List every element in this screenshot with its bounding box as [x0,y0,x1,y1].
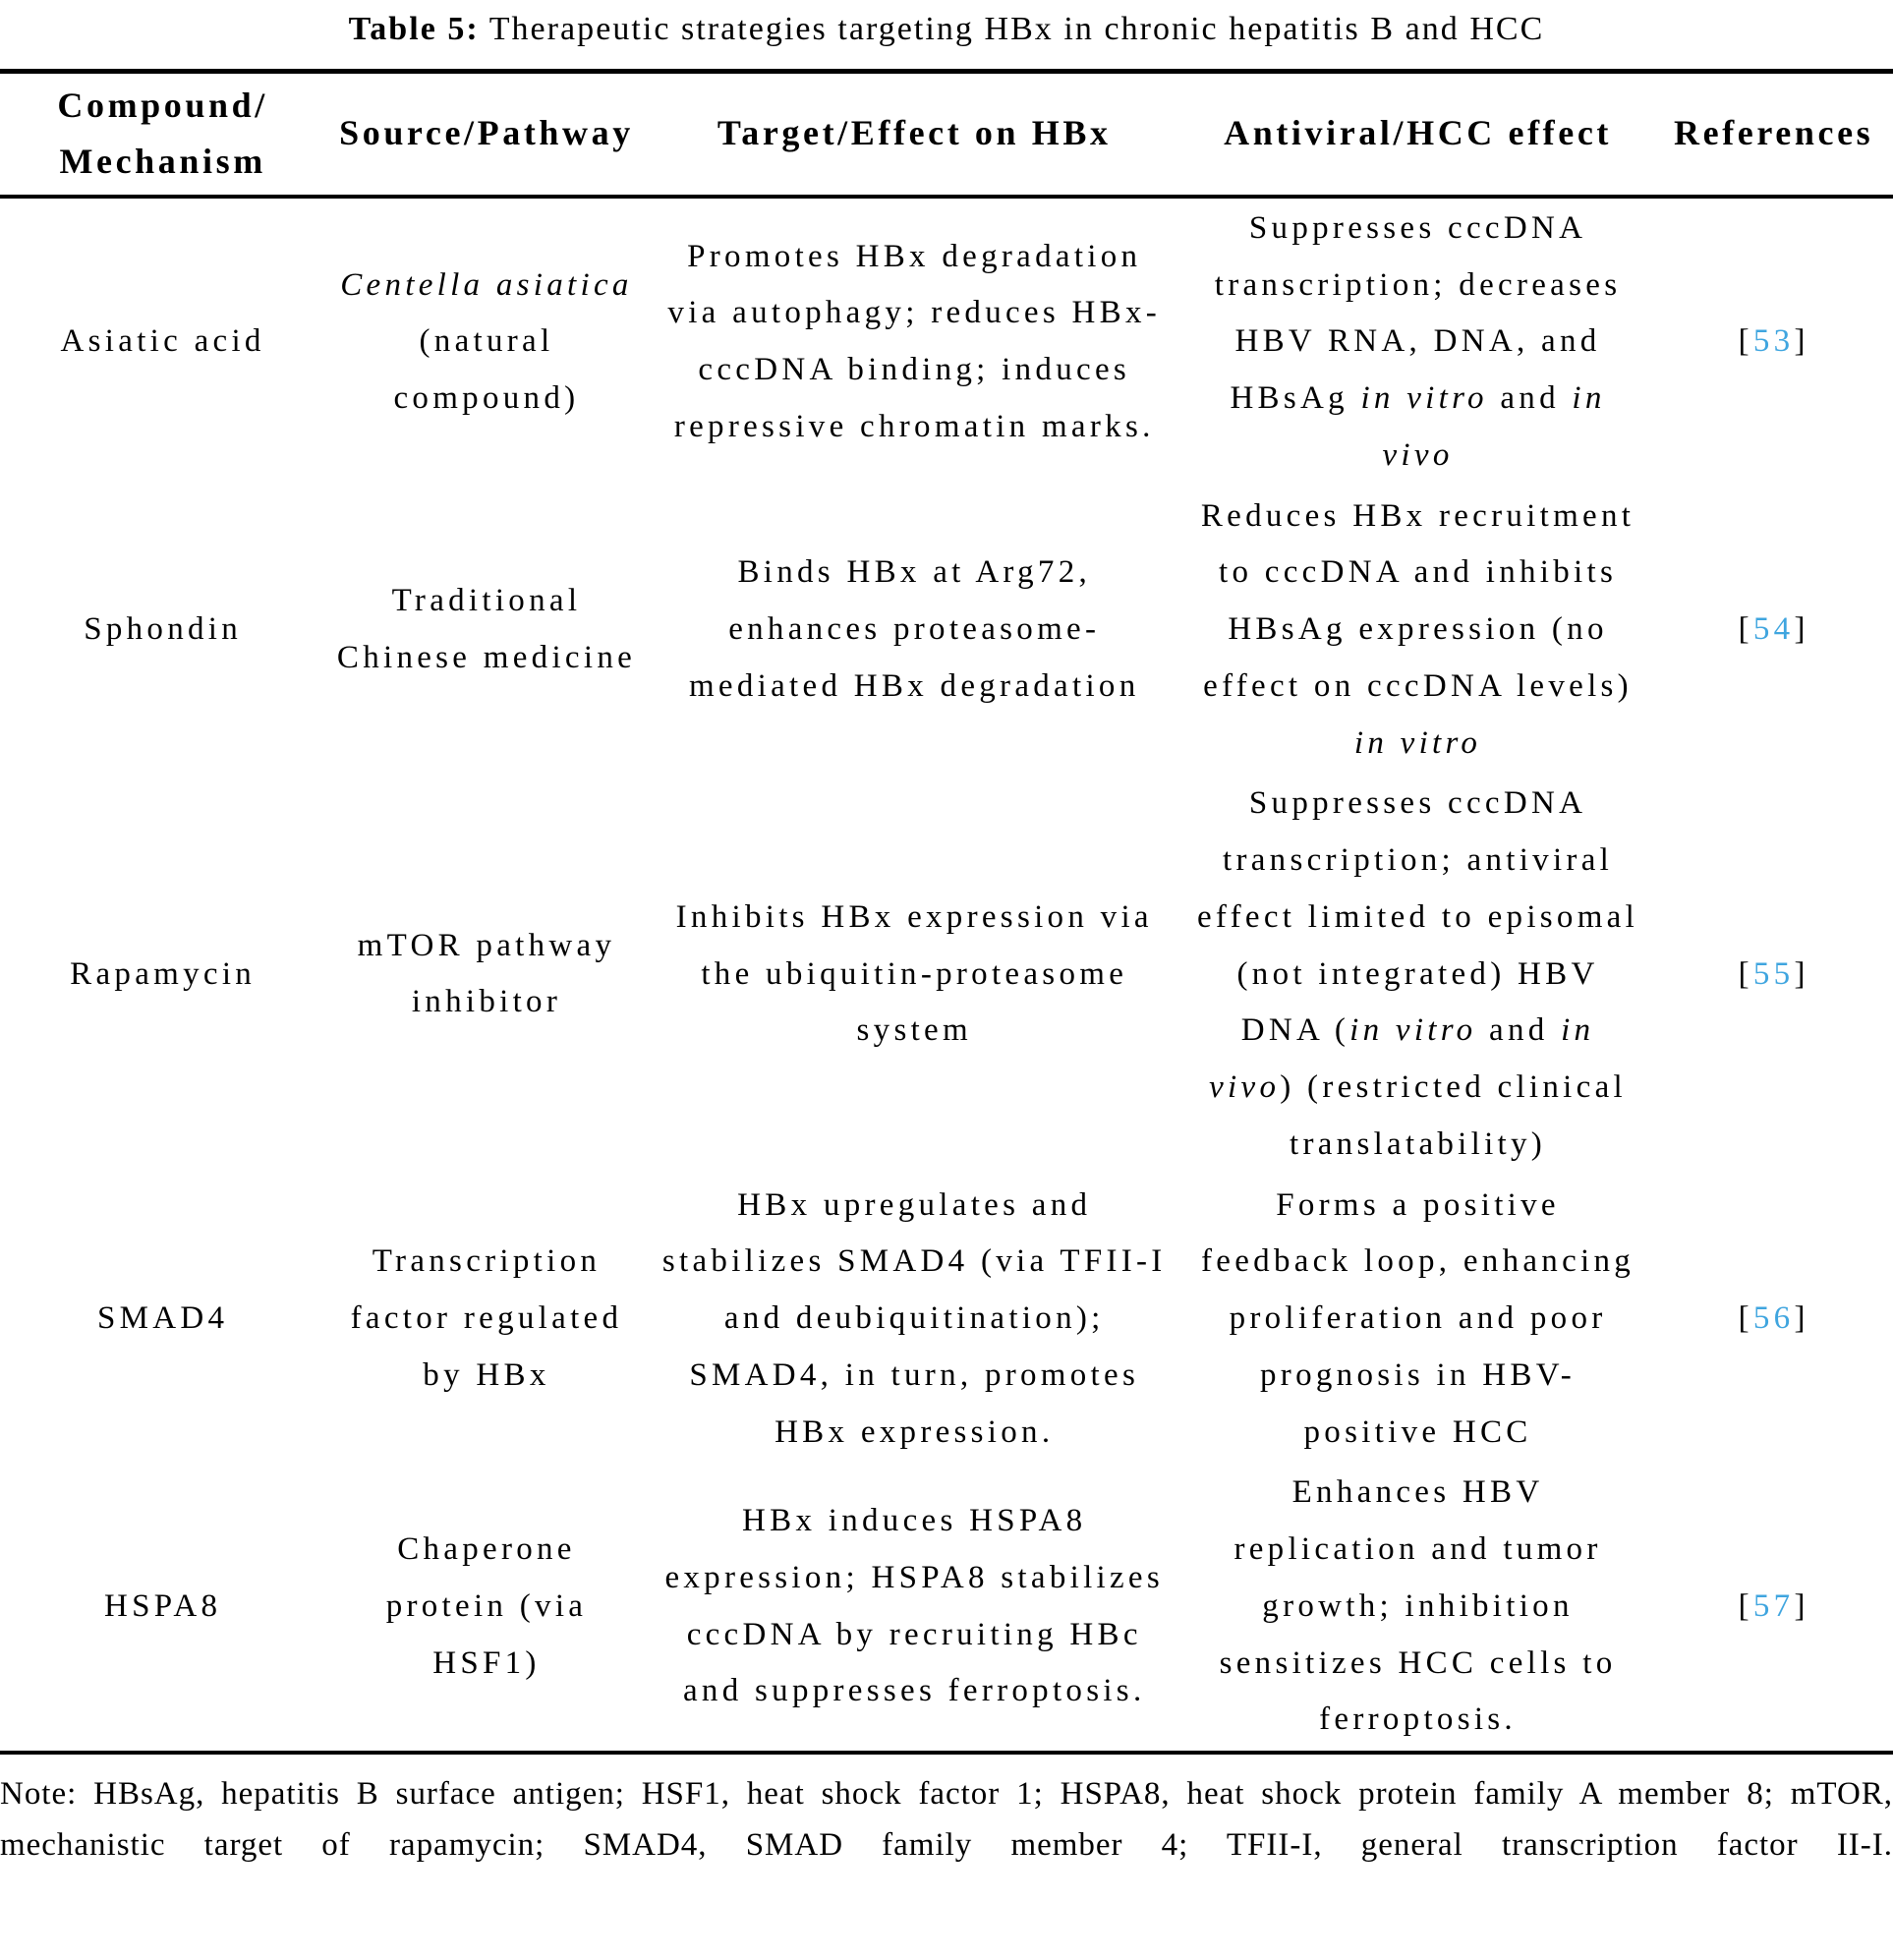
text-segment: in vivo [1382,380,1606,473]
header-source-pathway: Source/Pathway [325,71,648,199]
reference-link[interactable]: 57 [1752,1587,1795,1624]
cell-compound: HSPA8 [103,1587,222,1624]
table-row-smad4: SMAD4 Transcription factor regulated by … [0,1176,1893,1464]
text-segment: [ [1738,611,1753,648]
text-segment: in vivo [1209,1012,1595,1106]
cell-target: HBx upregulates and stabilizes SMAD4 (vi… [661,1186,1167,1450]
table-row-sphondin: Sphondin Traditional Chinese medicine Bi… [0,487,1893,775]
cell-source: Transcription factor regulated by HBx [350,1243,623,1393]
text-segment: Suppresses cccDNA transcription; decreas… [1214,209,1622,417]
cell-effect: Forms a positive feedback loop, enhancin… [1201,1186,1635,1450]
text-segment: and [1476,1012,1562,1049]
table-header-row: Compound/Mechanism Source/Pathway Target… [0,71,1893,199]
text-segment: ) (restricted clinical translatability) [1280,1069,1627,1162]
table-row-asiatic-acid: Asiatic acid Centella asiatica (natural … [0,197,1893,487]
cell-target: Binds HBx at Arg72, enhances proteasome-… [688,554,1140,704]
text-segment: ] [1794,323,1809,360]
text-segment: and [1487,380,1573,417]
text-segment: ] [1794,611,1809,648]
text-segment: Mechanism [59,142,266,182]
cell-source: Centella asiatica (natural compound) [325,197,647,487]
cell-target: Inhibits HBx expression via the ubiquiti… [675,898,1153,1049]
reference-link[interactable]: 53 [1752,323,1795,360]
table-row-rapamycin: Rapamycin mTOR pathway inhibitor Inhibit… [0,774,1893,1175]
cell-effect: Suppresses cccDNA transcription; decreas… [1181,197,1655,487]
cell-compound: Asiatic acid [60,323,265,360]
cell-source: Chaperone protein (via HSF1) [385,1531,588,1681]
cell-source: Traditional Chinese medicine [336,583,637,675]
reference-link[interactable]: 54 [1752,611,1795,648]
cell-reference: [53] [1654,197,1893,487]
cell-effect: Suppresses cccDNA transcription; antivir… [1181,774,1655,1175]
header-target-effect-on-hbx: Target/Effect on HBx [647,71,1181,199]
cell-reference: [54] [1654,487,1893,775]
table-body: Asiatic acid Centella asiatica (natural … [0,197,1893,1753]
table-note: Note: HBsAg, hepatitis B surface antigen… [0,1776,1893,1864]
reference-link[interactable]: 55 [1752,955,1795,992]
header-antiviral-hcc-effect: Antiviral/HCC effect [1180,71,1655,199]
cell-reference: [55] [1654,774,1893,1175]
text-segment: [ [1738,1300,1753,1337]
therapeutic-strategies-table: Compound/Mechanism Source/Pathway Target… [0,68,1893,1756]
text-segment: Compound/ [57,85,268,125]
text-segment: [ [1738,323,1753,360]
text-segment: ] [1794,1587,1809,1624]
text-segment: Suppresses cccDNA transcription; antivir… [1197,785,1639,1049]
text-segment: in vitro [1353,724,1482,761]
table-caption-text: Therapeutic strategies targeting HBx in … [479,11,1545,47]
cell-effect: Reduces HBx recruitment to cccDNA and in… [1181,487,1655,775]
reference-link[interactable]: 56 [1752,1300,1795,1337]
text-segment: [ [1738,1587,1753,1624]
header-references: References [1654,71,1893,199]
table-caption: Table 5: Therapeutic strategies targetin… [0,6,1893,53]
text-segment: (natural compound) [393,323,580,417]
text-segment: ] [1794,955,1809,992]
cell-target: HBx induces HSPA8 expression; HSPA8 stab… [664,1503,1165,1709]
text-segment: Centella asiatica [340,266,633,303]
text-segment: in vitro [1360,380,1488,417]
table-caption-label: Table 5: [348,11,480,47]
cell-compound: SMAD4 [96,1300,229,1337]
cell-target: Promotes HBx degradation via autophagy; … [667,238,1162,444]
cell-compound: Sphondin [84,611,243,648]
text-segment: ] [1794,1300,1809,1337]
text-segment: in vitro [1349,1012,1477,1049]
cell-reference: [56] [1654,1176,1893,1464]
cell-reference: [57] [1654,1463,1893,1753]
cell-source: mTOR pathway inhibitor [357,927,616,1020]
header-compound-mechanism: Compound/Mechanism [0,71,326,199]
header-row: Compound/Mechanism Source/Pathway Target… [0,71,1893,199]
table-row-hspa8: HSPA8 Chaperone protein (via HSF1) HBx i… [0,1463,1893,1753]
cell-effect: Enhances HBV replication and tumor growt… [1219,1474,1617,1738]
cell-compound: Rapamycin [70,955,257,992]
text-segment: Reduces HBx recruitment to cccDNA and in… [1200,497,1635,704]
text-segment: [ [1738,955,1753,992]
